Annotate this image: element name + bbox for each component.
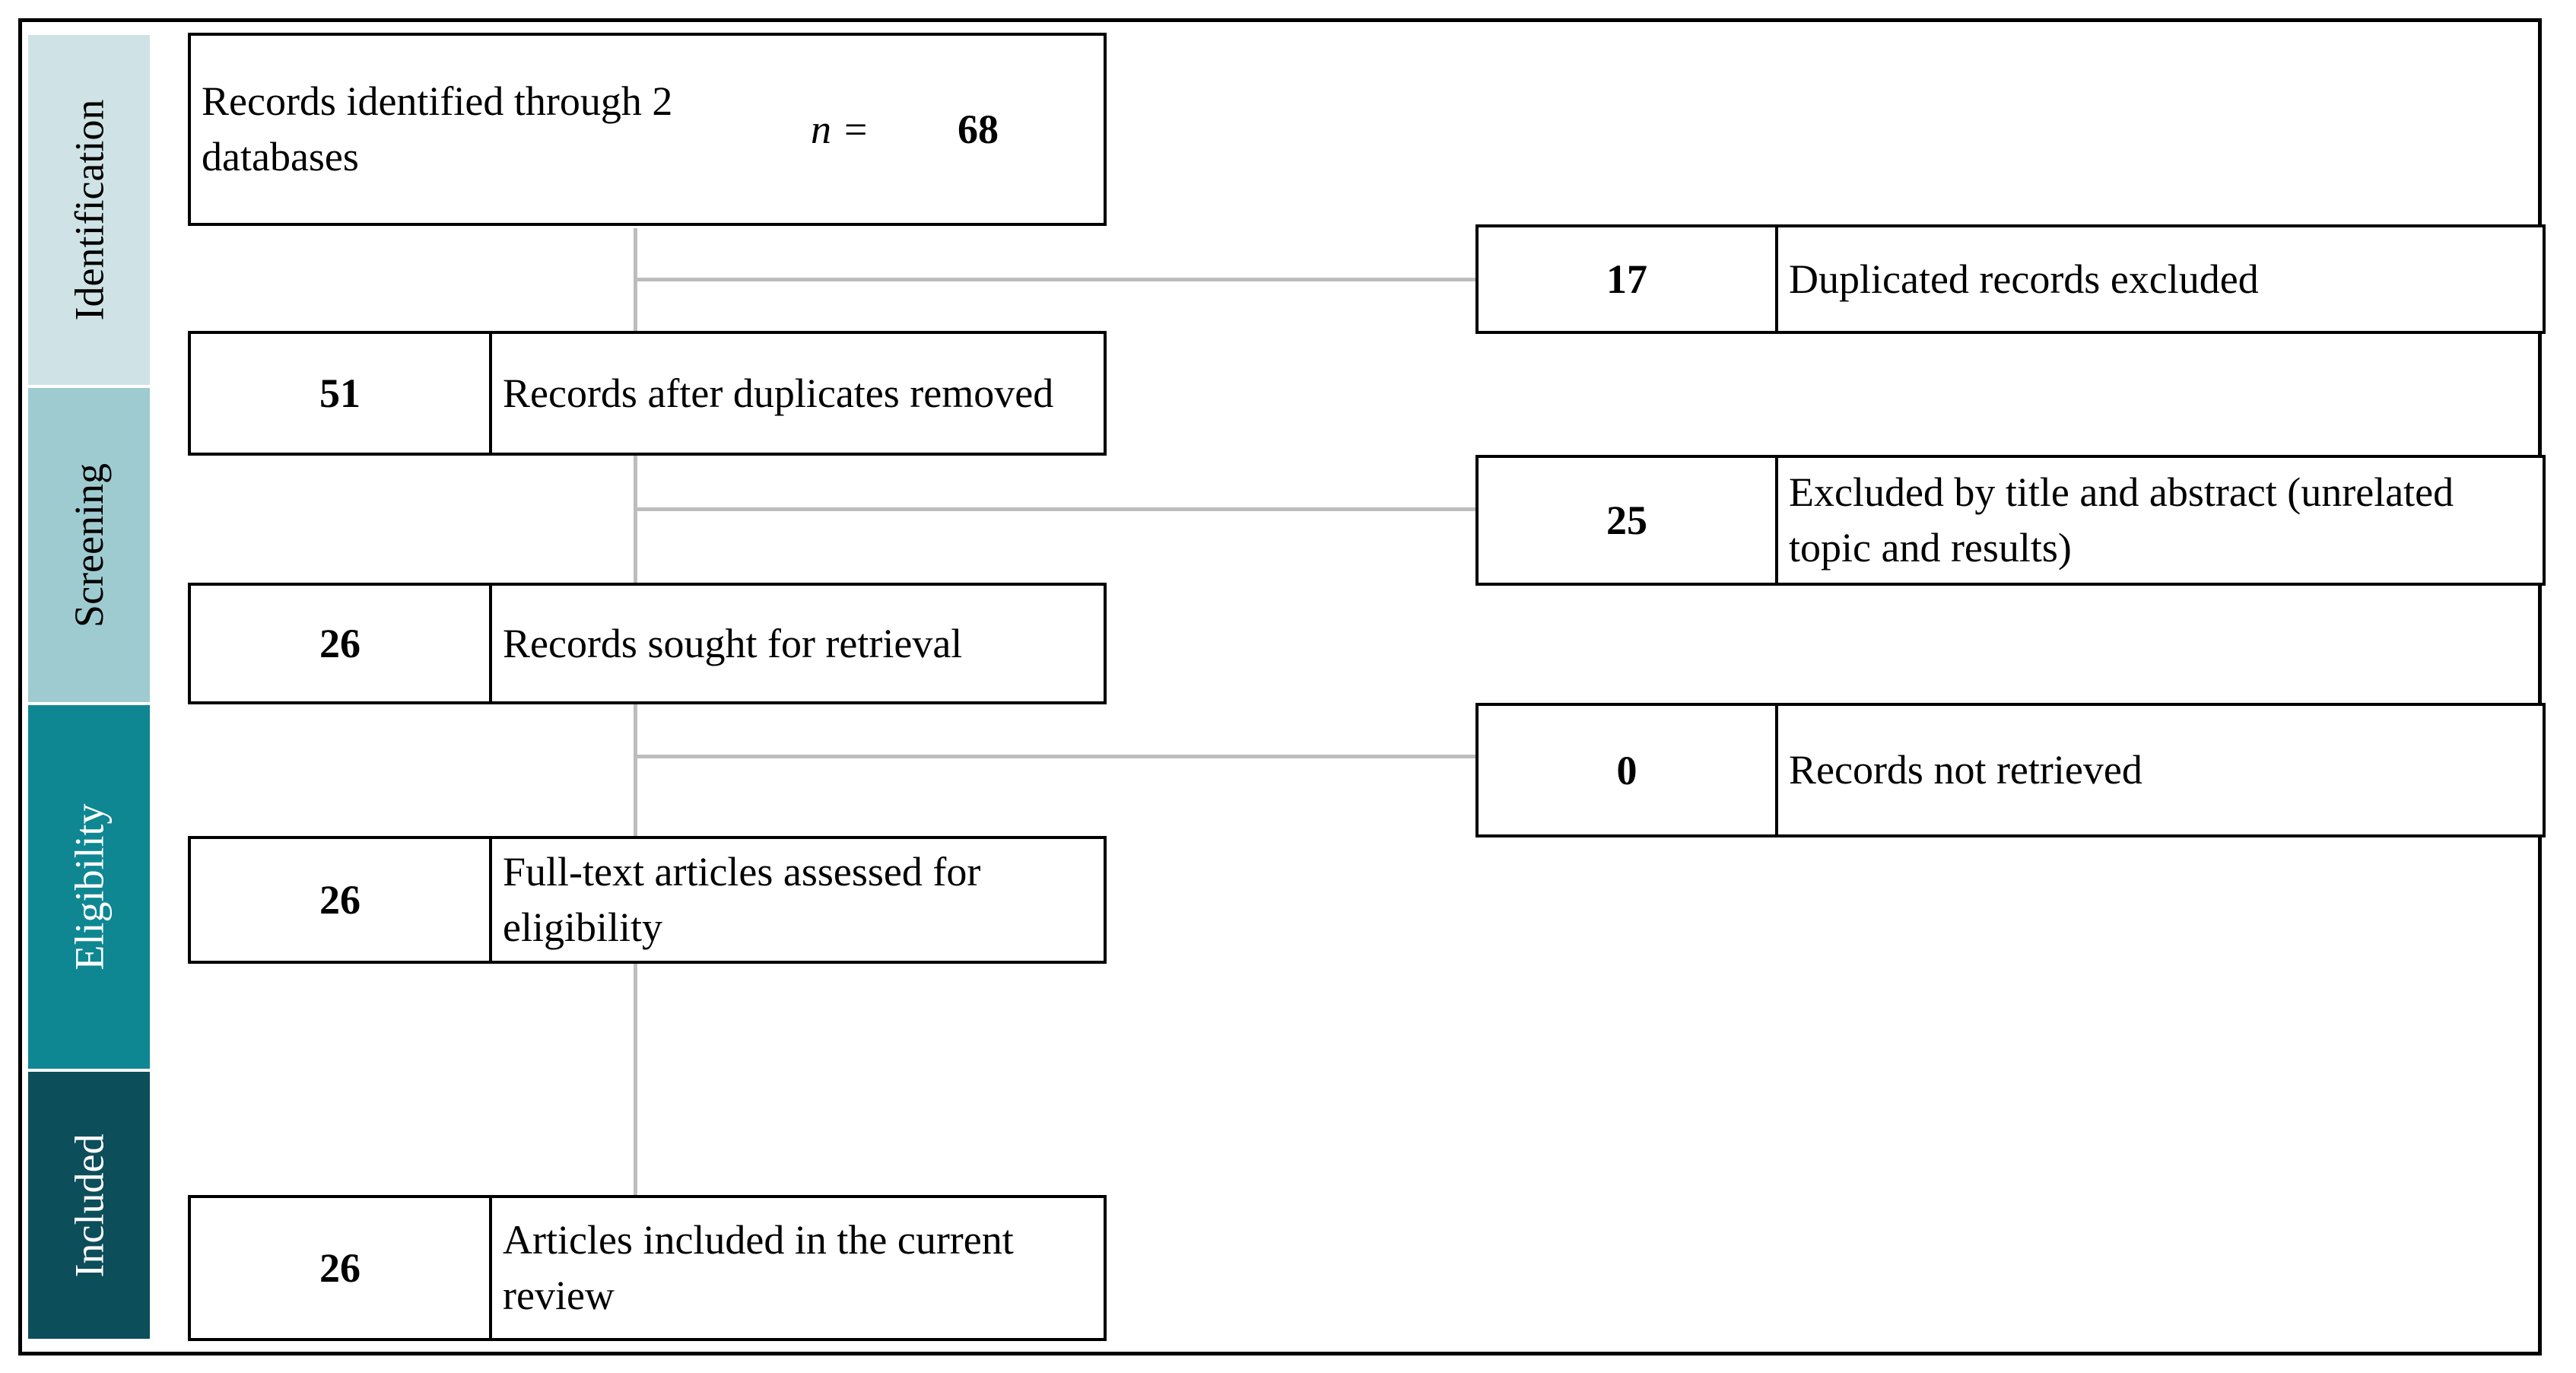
- box-divider: [1775, 227, 1778, 331]
- box-divider: [489, 839, 492, 961]
- records-sought-box: 26 Records sought for retrieval: [188, 583, 1107, 704]
- duplicates-excluded-box: 17 Duplicated records excluded: [1475, 224, 2546, 334]
- title-abstract-excluded-count: 25: [1606, 497, 1647, 543]
- stage-eligibility: Eligibility: [28, 705, 150, 1069]
- diagram-frame: [18, 18, 2542, 1356]
- records-sought-label: Records sought for retrieval: [503, 620, 963, 666]
- duplicates-excluded-count: 17: [1606, 256, 1647, 302]
- not-retrieved-label: Records not retrieved: [1789, 747, 2142, 793]
- stage-included-label: Included: [66, 1133, 113, 1277]
- records-sought-count: 26: [319, 621, 361, 666]
- box-divider: [1775, 706, 1778, 834]
- records-after-duplicates-count: 51: [319, 370, 361, 416]
- box-divider: [489, 334, 492, 453]
- box-divider: [489, 1198, 492, 1338]
- box-divider: [489, 586, 492, 701]
- full-text-assessed-label: Full-text articles assessed for eligibil…: [503, 849, 981, 950]
- articles-included-count: 26: [319, 1245, 361, 1291]
- title-abstract-excluded-box: 25 Excluded by title and abstract (unrel…: [1475, 455, 2546, 586]
- full-text-assessed-count: 26: [319, 877, 361, 923]
- stage-included: Included: [28, 1072, 150, 1339]
- not-retrieved-box: 0 Records not retrieved: [1475, 703, 2546, 837]
- not-retrieved-count: 0: [1616, 747, 1637, 793]
- articles-included-box: 26 Articles included in the current revi…: [188, 1195, 1107, 1341]
- box-divider: [1775, 458, 1778, 583]
- title-abstract-excluded-label: Excluded by title and abstract (unrelate…: [1789, 469, 2454, 570]
- records-identified-box: Records identified through 2 databases n…: [188, 33, 1107, 226]
- records-after-duplicates-label: Records after duplicates removed: [503, 370, 1054, 416]
- full-text-assessed-box: 26 Full-text articles assessed for eligi…: [188, 836, 1107, 964]
- stage-screening: Screening: [28, 388, 150, 702]
- records-identified-label: Records identified through 2 databases: [202, 78, 673, 180]
- connector-screening-exclusion: [634, 507, 1475, 511]
- stage-screening-label: Screening: [66, 462, 113, 628]
- connector-duplicates: [634, 278, 1475, 281]
- stage-eligibility-label: Eligibility: [66, 803, 113, 971]
- records-identified-count: 68: [958, 106, 999, 152]
- articles-included-label: Articles included in the current review: [503, 1217, 1014, 1318]
- stage-identification-label: Identification: [66, 99, 113, 321]
- main-vertical-connector: [634, 228, 637, 1196]
- records-after-duplicates-box: 51 Records after duplicates removed: [188, 331, 1107, 456]
- n-equals-label: n =: [811, 106, 869, 152]
- duplicates-excluded-label: Duplicated records excluded: [1789, 256, 2259, 302]
- stage-identification: Identification: [28, 35, 150, 385]
- connector-not-retrieved: [634, 755, 1475, 758]
